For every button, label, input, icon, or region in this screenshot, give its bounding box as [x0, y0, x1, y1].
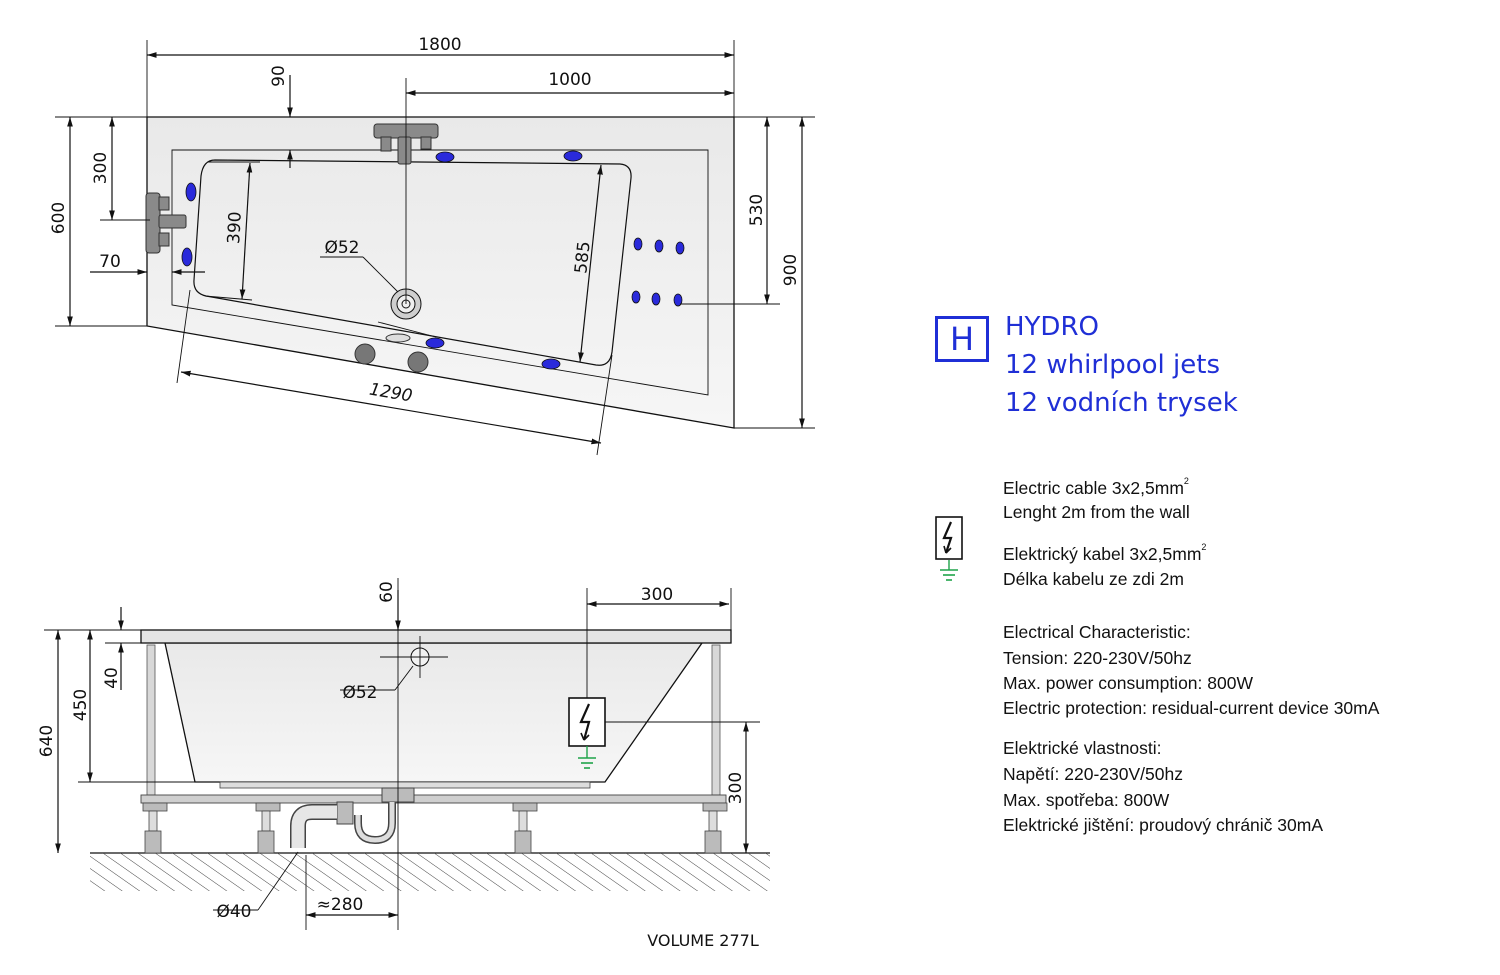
- top-view: 1800 1000 90 300 600 70 390 Ø52 585 530: [49, 35, 815, 456]
- jet-icon: [651, 292, 661, 306]
- jet-icon: [675, 241, 685, 255]
- hydro-title: HYDRO: [1005, 312, 1099, 342]
- tub-body-side: [164, 642, 704, 783]
- electric-hazard-icon: [935, 516, 963, 581]
- side-view: 60 300 40 450 640 Ø52 300 Ø40 ≈280 VOLUM…: [37, 578, 770, 950]
- dim-label-640: 640: [37, 725, 57, 757]
- tub-basin: [193, 159, 632, 366]
- jet-icon: [654, 239, 664, 253]
- overflow-icon: [380, 636, 448, 678]
- tub-frame: [140, 644, 728, 854]
- jet-icon: [633, 237, 643, 251]
- floor-hatch: [90, 853, 770, 891]
- control-button-icon: [407, 351, 429, 373]
- jet-icon: [435, 151, 455, 163]
- spec-char-cz-title: Elektrické vlastnosti:: [1003, 738, 1162, 758]
- waste-pipe: [290, 787, 415, 848]
- dim-label-70: 70: [99, 252, 121, 272]
- dim-label-40: 40: [102, 667, 122, 689]
- dim-label-waste-280: ≈280: [317, 895, 364, 915]
- hydro-jets-cz: 12 vodních trysek: [1005, 388, 1238, 418]
- spec-char-en-protection: Electric protection: residual-current de…: [1003, 698, 1380, 718]
- overflow-slot: [385, 333, 411, 343]
- jet-icon: [181, 247, 193, 267]
- dim-label-1800: 1800: [418, 35, 461, 55]
- spec-char-cz-tension: Napětí: 220-230V/50hz: [1003, 764, 1183, 784]
- dim-label-90: 90: [269, 65, 289, 87]
- spec-cable-cz: Elektrický kabel 3x2,5mm2: [1003, 542, 1207, 564]
- dim-label-585: 585: [571, 240, 594, 274]
- spec-length-cz: Délka kabelu ze zdi 2m: [1003, 569, 1184, 589]
- control-button-icon: [354, 343, 376, 365]
- dim-label-300-side: 300: [641, 585, 673, 605]
- dim-label-60: 60: [377, 581, 397, 603]
- jet-icon: [563, 150, 583, 162]
- dim-label-1000: 1000: [548, 70, 591, 90]
- dim-label-530: 530: [747, 194, 767, 226]
- dim-label-600: 600: [49, 202, 69, 234]
- tub-rim-side: [140, 629, 732, 644]
- volume-label: VOLUME 277L: [647, 931, 759, 950]
- dim-label-300-top: 300: [91, 152, 111, 184]
- whirlpool-jets: [181, 150, 685, 370]
- jet-icon: [541, 358, 561, 370]
- dim-label-waste-dia: Ø40: [216, 902, 251, 922]
- faucet-top-icon: [373, 123, 439, 165]
- dim-label-overflow-dia: Ø52: [342, 683, 377, 703]
- spec-cable-en: Electric cable 3x2,5mm2: [1003, 476, 1189, 498]
- dim-label-1290: 1290: [368, 380, 414, 407]
- spec-char-cz-protection: Elektrické jištění: proudový chránič 30m…: [1003, 815, 1323, 835]
- hydro-jets-en: 12 whirlpool jets: [1005, 350, 1220, 380]
- spec-char-en-tension: Tension: 220-230V/50hz: [1003, 648, 1192, 668]
- spec-char-cz-power: Max. spotřeba: 800W: [1003, 790, 1170, 810]
- dim-label-390: 390: [224, 211, 246, 244]
- dim-label-drain-dia: Ø52: [324, 238, 359, 258]
- spec-char-en-title: Electrical Characteristic:: [1003, 622, 1191, 642]
- spec-length-en: Lenght 2m from the wall: [1003, 502, 1190, 522]
- jet-icon: [425, 337, 445, 349]
- dim-label-300-box: 300: [726, 772, 746, 804]
- jet-icon: [631, 290, 641, 304]
- faucet-left-icon: [145, 192, 187, 254]
- dim-label-900: 900: [781, 254, 801, 286]
- hydro-badge: H: [935, 316, 989, 362]
- tub-rim-inner: [171, 149, 709, 396]
- spec-char-en-power: Max. power consumption: 800W: [1003, 673, 1253, 693]
- dim-label-450: 450: [71, 689, 91, 721]
- jet-icon: [185, 182, 197, 202]
- jet-icon: [673, 293, 683, 307]
